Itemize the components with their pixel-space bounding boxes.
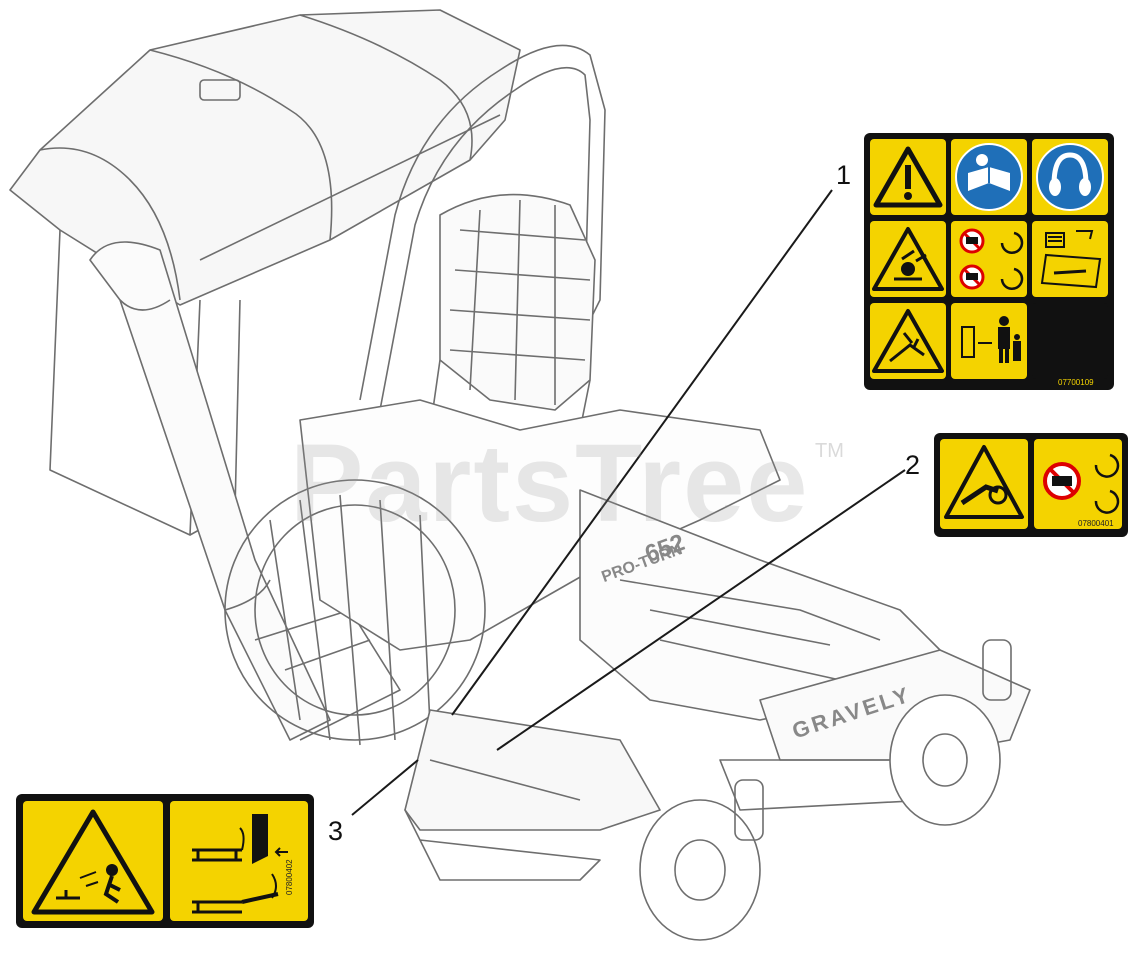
seat (429, 193, 596, 461)
leader-line-2 (496, 469, 906, 751)
hand-entanglement-hazard-icon (944, 445, 1024, 519)
rear-tire (224, 479, 486, 746)
no-hands-rotating-blades-icon (959, 228, 1024, 291)
hearing-protection-icon (1036, 143, 1104, 211)
callout-2: 2 (905, 450, 921, 480)
discharge-guard-install-icon (192, 814, 288, 914)
front-caster-wheels (639, 639, 1012, 941)
mower-body (299, 399, 1031, 811)
decal-3-part-number: 07800402 (285, 859, 294, 895)
thrown-objects-hazard-icon (31, 809, 155, 915)
watermark: PartsTree (290, 422, 810, 545)
leader-lines (351, 189, 906, 816)
decal-1-part-number: 07700109 (1058, 378, 1094, 387)
keep-bystanders-away-icon (961, 316, 1021, 363)
leader-line-3 (351, 759, 419, 816)
decal-2-part-number: 07800401 (1078, 519, 1114, 528)
decal-2 (934, 433, 1128, 537)
trademark-mark: TM (815, 440, 844, 462)
leader-line-1 (451, 189, 833, 716)
no-hands-near-belts-icon (1043, 453, 1120, 514)
warning-triangle-icon (873, 146, 943, 208)
thrown-object-hazard-icon (872, 227, 944, 291)
decal-1 (864, 133, 1114, 390)
callout-1: 1 (836, 160, 852, 190)
amputation-hazard-icon (872, 309, 944, 373)
discharge-guard (404, 709, 661, 881)
service-manual-icon (1040, 230, 1102, 289)
roll-bar (359, 44, 606, 411)
callout-3: 3 (328, 816, 344, 846)
read-manual-icon (955, 143, 1023, 211)
decal-3 (16, 794, 314, 928)
